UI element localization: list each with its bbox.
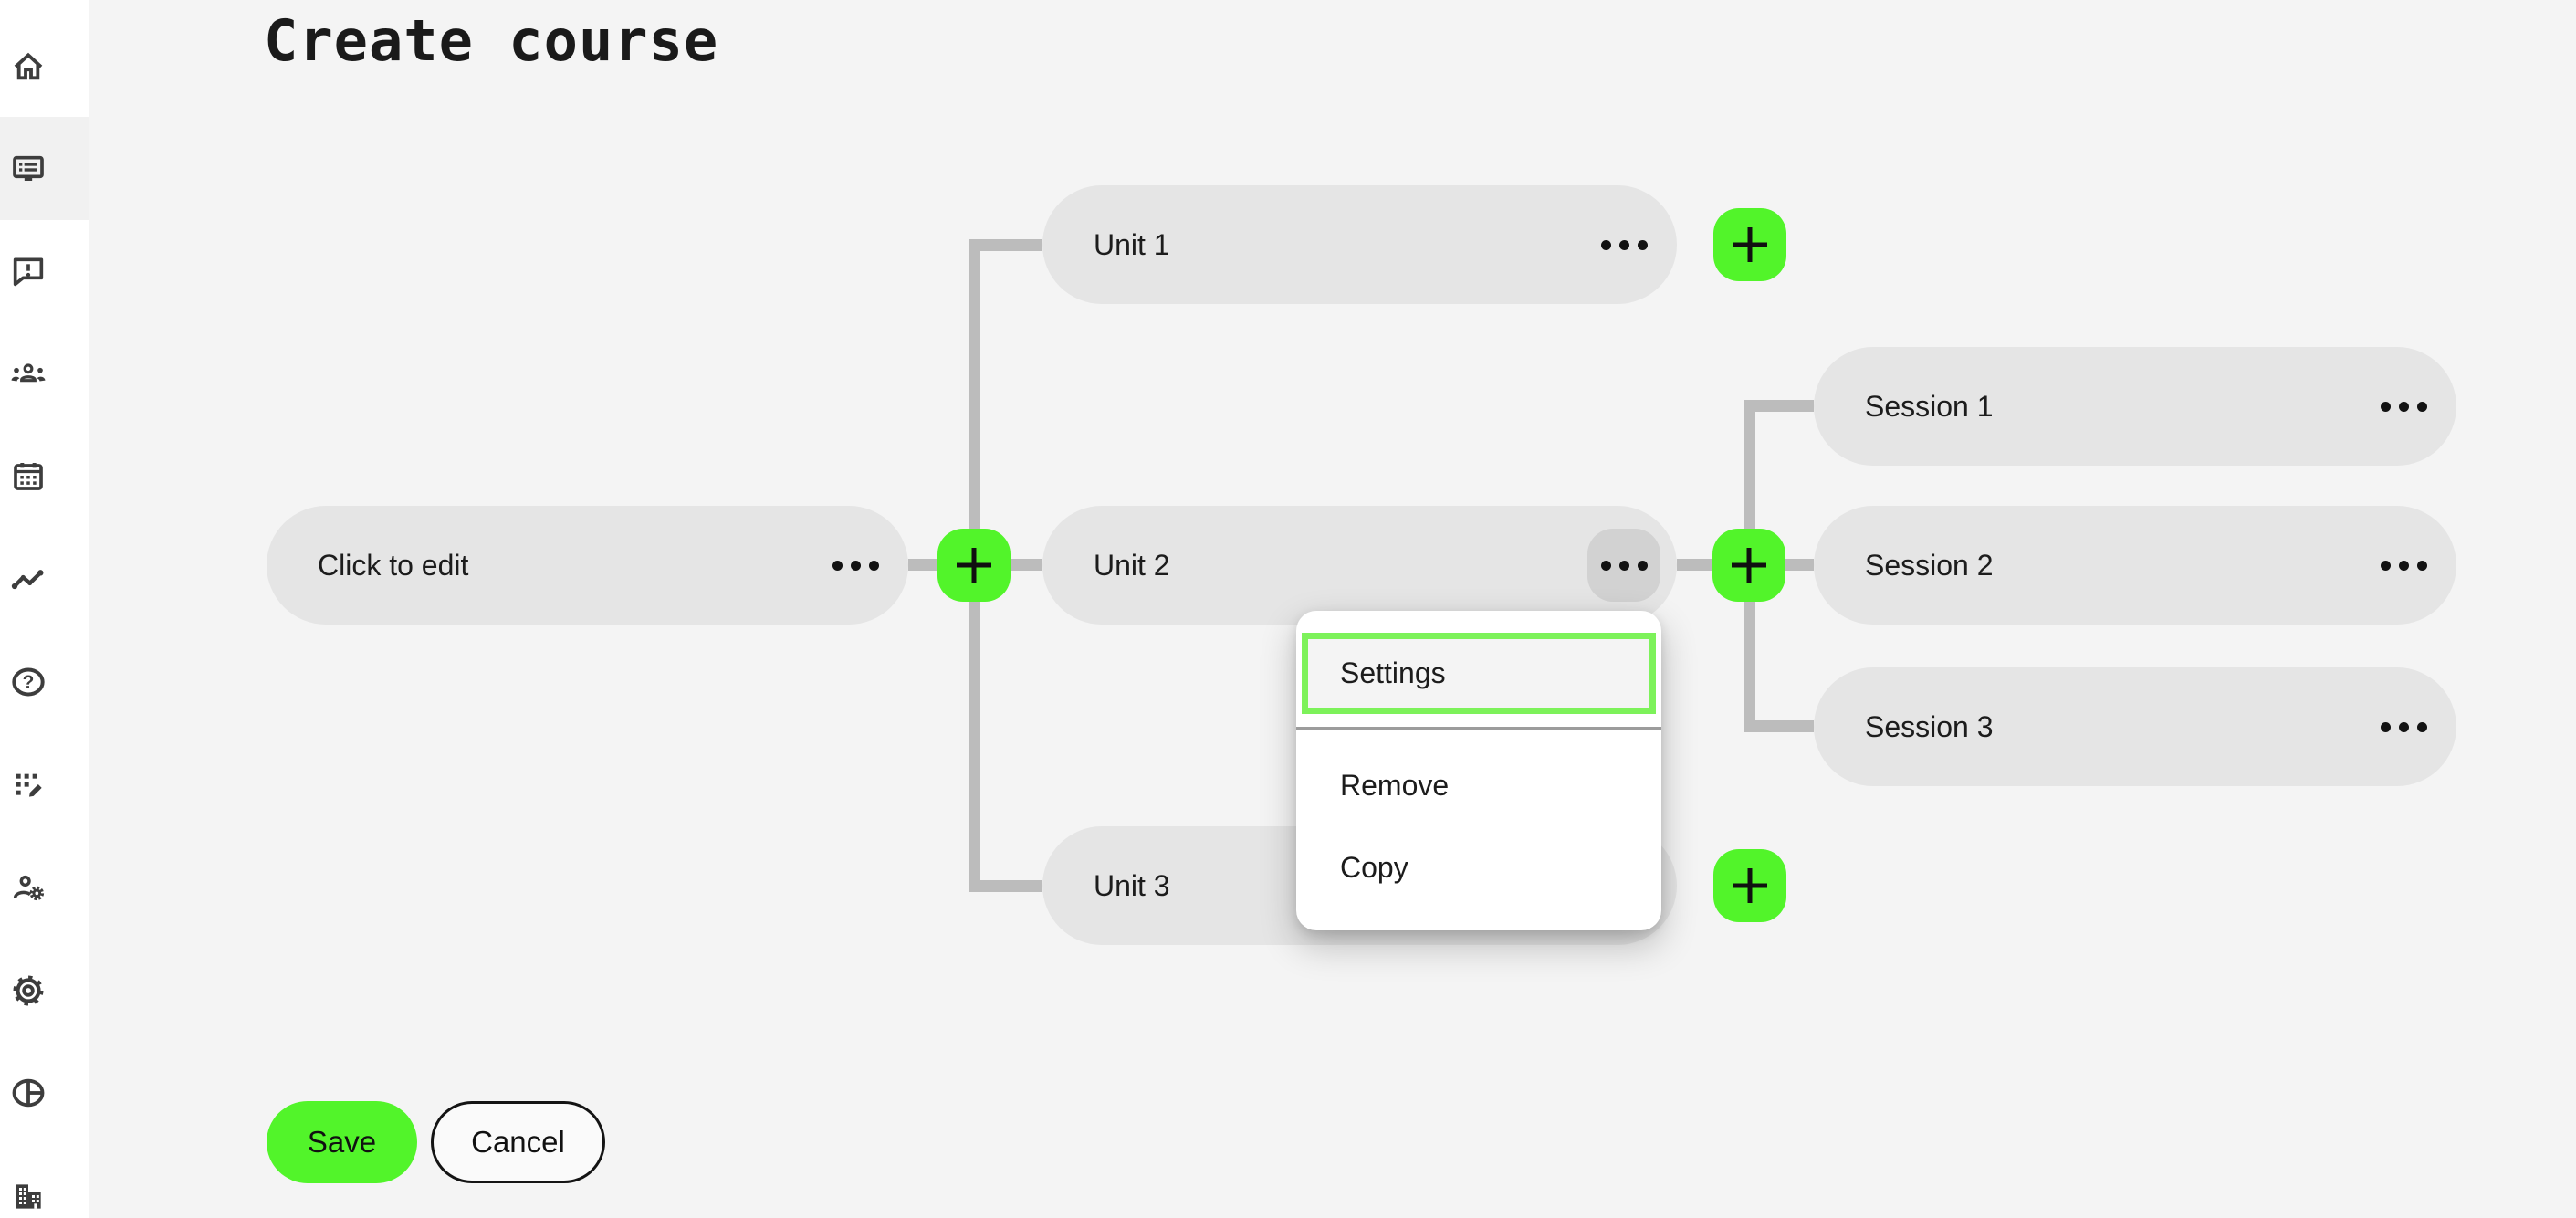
session2-node[interactable]: Session 2 <box>1814 506 2456 625</box>
course-board-icon <box>13 155 44 181</box>
cancel-button[interactable]: Cancel <box>431 1101 605 1183</box>
sidebar-item-analytics[interactable] <box>8 560 48 600</box>
home-icon <box>14 52 43 80</box>
ellipsis-icon <box>2380 401 2391 412</box>
node-label: Session 2 <box>1865 548 1994 582</box>
plus-icon <box>957 548 991 583</box>
add-session-to-unit1-button[interactable] <box>1713 208 1786 281</box>
sidebar-item-calendar[interactable] <box>8 457 48 497</box>
connector-line <box>969 880 1042 892</box>
add-unit-button[interactable] <box>937 529 1011 602</box>
ellipsis-icon <box>1600 239 1611 250</box>
node-menu-button-open[interactable] <box>1587 529 1660 602</box>
connector-line <box>1744 720 1814 732</box>
sidebar-item-groups[interactable] <box>8 354 48 394</box>
add-session-to-unit3-button[interactable] <box>1713 849 1786 922</box>
sidebar-item-settings[interactable] <box>8 971 48 1011</box>
node-label: Click to edit <box>318 548 469 582</box>
node-label: Unit 1 <box>1094 227 1170 261</box>
building-icon <box>16 1184 41 1209</box>
unit1-node[interactable]: Unit 1 <box>1042 185 1677 304</box>
sidebar-item-reports[interactable] <box>8 1073 48 1113</box>
svg-text:?: ? <box>23 672 35 693</box>
settings-gear-icon <box>13 975 44 1006</box>
node-menu-button[interactable] <box>819 529 892 602</box>
sidebar-item-organization[interactable] <box>8 1176 48 1216</box>
node-label: Unit 2 <box>1094 548 1170 582</box>
node-menu-button[interactable] <box>2367 690 2440 763</box>
menu-item-copy[interactable]: Copy <box>1296 826 1661 908</box>
sidebar-item-quizzes[interactable] <box>8 765 48 805</box>
trending-icon <box>11 570 44 590</box>
sidebar: ? <box>0 0 89 1218</box>
manage-accounts-icon <box>13 875 45 901</box>
page-title: Create course <box>264 7 719 74</box>
sidebar-item-home[interactable] <box>8 46 48 86</box>
help-icon: ? <box>12 667 45 697</box>
menu-divider <box>1296 727 1661 730</box>
course-root-node[interactable]: Click to edit <box>267 506 908 625</box>
session1-node[interactable]: Session 1 <box>1814 347 2456 466</box>
plus-icon <box>1733 227 1767 262</box>
node-menu-button[interactable] <box>2367 370 2440 443</box>
ellipsis-icon <box>2380 560 2391 571</box>
calendar-icon <box>14 463 43 490</box>
node-menu-button[interactable] <box>2367 529 2440 602</box>
add-session-to-unit2-button[interactable] <box>1712 529 1785 602</box>
sidebar-item-courses[interactable] <box>8 149 48 189</box>
unit2-node[interactable]: Unit 2 <box>1042 506 1677 625</box>
session3-node[interactable]: Session 3 <box>1814 667 2456 786</box>
node-menu-button[interactable] <box>1587 208 1660 281</box>
node-label: Session 3 <box>1865 709 1994 743</box>
ellipsis-icon <box>832 560 843 571</box>
feedback-icon <box>13 257 44 287</box>
sidebar-item-feedback[interactable] <box>8 251 48 291</box>
node-label: Unit 3 <box>1094 868 1170 902</box>
node-label: Session 1 <box>1865 389 1994 423</box>
node-context-menu: Settings Remove Copy <box>1296 611 1661 930</box>
registration-icon <box>16 773 42 797</box>
ellipsis-icon <box>2380 721 2391 732</box>
menu-item-remove[interactable]: Remove <box>1296 744 1661 826</box>
pie-chart-icon <box>12 1078 45 1108</box>
groups-icon <box>11 363 46 383</box>
plus-icon <box>1733 868 1767 903</box>
menu-item-settings[interactable]: Settings <box>1302 633 1656 714</box>
plus-icon <box>1732 548 1766 583</box>
connector-line <box>969 239 1042 251</box>
sidebar-item-manage-accounts[interactable] <box>8 867 48 908</box>
ellipsis-icon <box>1600 560 1611 571</box>
connector-line <box>1744 400 1814 412</box>
sidebar-item-help[interactable]: ? <box>8 662 48 702</box>
save-button[interactable]: Save <box>267 1101 417 1183</box>
